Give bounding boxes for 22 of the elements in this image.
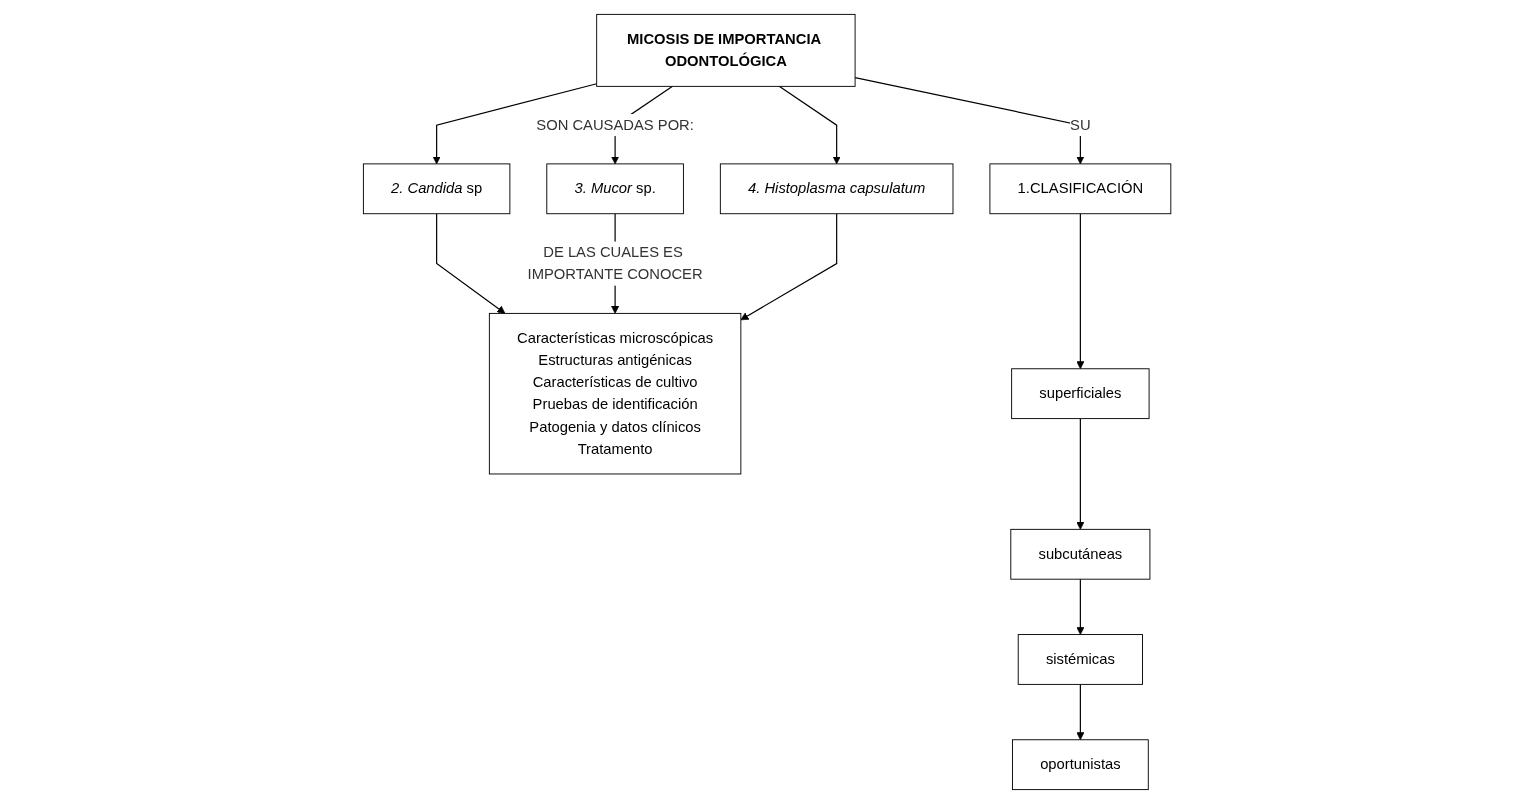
arrow: [1076, 578, 1085, 635]
arrow: [432, 82, 598, 164]
arrow: [854, 76, 1085, 164]
node-box: 1.CLASIFICACIÓN: [989, 162, 1172, 214]
arrow: [1076, 417, 1085, 530]
node-box: sistémicas: [1018, 633, 1144, 685]
edge-label: SON CAUSADAS POR:: [536, 116, 695, 133]
arrow: [740, 212, 838, 320]
arrow: [436, 212, 506, 314]
arrow: [779, 85, 842, 164]
node-box: 2. Candida sp: [363, 162, 511, 214]
node-box: 4. Histoplasma capsulatum: [720, 162, 954, 214]
arrow: [1076, 212, 1085, 369]
edge-label: DE LAS CUALES ES IMPORTANTE CONOCER: [527, 243, 703, 282]
node-box: MICOSIS DE IMPORTANCIA ODONTOLÓGICA: [596, 13, 856, 87]
node-box: oportunistas: [1012, 738, 1150, 790]
node-box: subcutáneas: [1010, 528, 1151, 580]
node-box: Características microscópicas Estructuras antigénicas Características de cultivo Pruebas de identificación Patogenia y datos clínicos Tratamento: [489, 312, 742, 474]
arrow: [1076, 683, 1085, 740]
node-box: 3. Mucor sp.: [546, 162, 685, 214]
node-box: superficiales: [1011, 367, 1150, 419]
edge-label: SU: [1070, 116, 1092, 133]
